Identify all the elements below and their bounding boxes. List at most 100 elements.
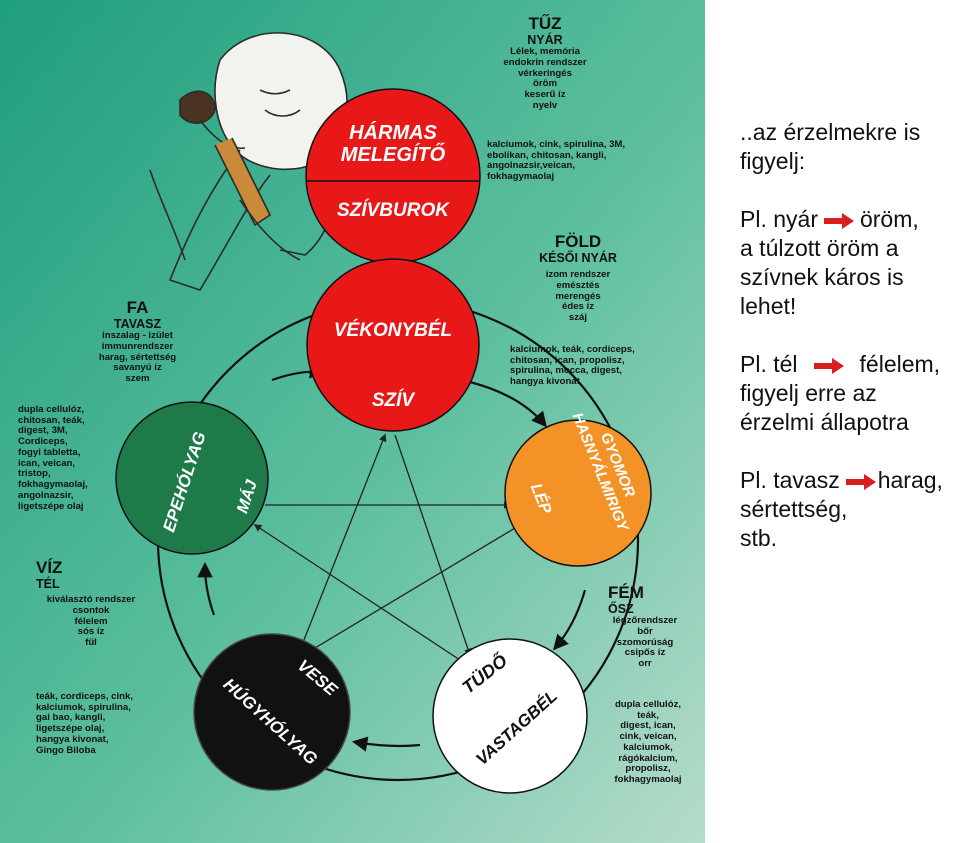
earth-remedies-line: hangya kivonat — [510, 376, 580, 388]
water-circle — [193, 633, 351, 791]
fire-traits-line: nyelv — [532, 99, 558, 111]
wood-title: FA — [126, 298, 149, 317]
fire-remedies-block: kalciumok, cink, spirulina, 3M,ebolikan,… — [487, 139, 626, 183]
metal-remedies-line: kalciumok, — [623, 741, 673, 753]
wood-remedies-line: fogyi tabletta, — [18, 446, 81, 458]
wood-traits-line: immunrendszer — [101, 340, 174, 352]
wood-traits-line: savanyú íz — [113, 362, 162, 374]
fire-remedies-line: angolnazsir,veican, — [487, 160, 575, 172]
wood-remedies-line: dupla cellulóz, — [18, 404, 85, 415]
diagram-canvas — [0, 0, 705, 843]
fire-remedies-line: ebolikan, chitosan, kangli, — [487, 149, 607, 161]
note-winter-line3: érzelmi állapotra — [740, 409, 909, 435]
water-remedies-line: hangya kivonat, — [36, 733, 109, 745]
metal-traits-line: légzőrendszer — [612, 615, 678, 627]
note-summer-season: Pl. nyár — [740, 206, 818, 232]
note-summer-emotion: öröm, — [859, 206, 919, 232]
red-arrow-icon — [813, 357, 844, 374]
note-winter-season: Pl. tél — [740, 351, 798, 377]
note-summer-line2: a túlzott öröm a — [740, 235, 899, 261]
metal-remedies-line: propolisz, — [625, 763, 671, 775]
wood-traits-line: inszalag - izület — [102, 330, 173, 342]
metal-traits-line: szomorúság — [616, 636, 674, 648]
earth-traits-line: édes íz — [562, 301, 594, 313]
note-spring-line3: stb. — [740, 525, 778, 551]
water-remedies-line: gai bao, kangli, — [36, 712, 106, 724]
earth-traits-line: száj — [568, 311, 588, 323]
note-spring-emotion: harag, — [877, 467, 943, 493]
cycle-arrow-metal-water — [351, 736, 421, 752]
cycle-arrow-water-wood — [197, 561, 216, 616]
fire-title: TŰZ — [528, 14, 562, 33]
organ-pericardium: SZÍVBUROK — [337, 200, 449, 221]
wood-traits-line: harag, sértettség — [98, 351, 177, 363]
metal-title: FÉM — [608, 583, 644, 602]
earth-season: KÉSŐI NYÁR — [539, 251, 617, 266]
metal-remedies-line: teák, — [637, 709, 659, 721]
organ-small-intestine: VÉKONYBÉL — [333, 320, 453, 341]
cycle-arrow-earth-metal — [552, 589, 587, 651]
earth-remedies-line: spirulina, mocca, digest, — [510, 365, 622, 377]
note-winter: Pl. tél félelem, figyelj erre az érzelmi … — [740, 350, 960, 437]
wood-circle — [115, 401, 269, 555]
five-elements-poster: HÁRMAS MELEGÍTŐ SZÍVBUROK VÉKONYBÉL SZÍV… — [0, 0, 705, 843]
metal-remedies-line: fokhagymaolaj — [614, 774, 682, 786]
metal-remedies-line: digest, ican, — [620, 720, 676, 732]
earth-traits-line: merengés — [555, 290, 601, 302]
fire-remedies-line: kalciumok, cink, spirulina, 3M, — [487, 139, 626, 150]
fire-traits-line: Lélek, memória — [510, 46, 580, 58]
earth-circle — [504, 419, 652, 567]
wood-remedies-line: Cordiceps, — [18, 436, 68, 448]
note-spring: Pl. tavasz harag, sértettség, stb. — [740, 466, 960, 553]
red-arrow-icon — [845, 473, 876, 490]
metal-season: ŐSZ — [608, 602, 634, 617]
earth-traits-line: izom rendszer — [545, 269, 611, 281]
metal-circle — [432, 638, 588, 794]
fire-season: NYÁR — [527, 33, 563, 48]
water-traits-line: kiválasztó rendszer — [46, 594, 136, 606]
wood-remedies-line: ligetszépe olaj — [18, 500, 84, 512]
fire-traits-line: öröm — [533, 78, 557, 90]
water-traits-line: félelem — [74, 615, 108, 627]
note-spring-line1: Pl. tavasz harag, — [740, 466, 960, 495]
metal-remedies-line: dupla cellulóz, — [614, 699, 682, 710]
wood-remedies-line: fokhagymaolaj, — [18, 479, 88, 491]
note-summer-line4: lehet! — [740, 293, 797, 319]
note-winter-line2: figyelj erre az — [740, 380, 877, 406]
metal-remedies-line: cink, veican, — [619, 731, 677, 743]
note-winter-emotion: félelem, — [859, 351, 941, 377]
water-season: TÉL — [36, 577, 60, 592]
water-traits-line: fül — [85, 636, 97, 648]
note-intro-line1: ..az érzelmekre is — [740, 119, 921, 145]
wood-remedies-line: chitosan, teák, — [18, 414, 85, 426]
cycle-arrow-fire-earth — [469, 380, 547, 428]
organ-heart: SZÍV — [371, 390, 415, 411]
fire-traits-line: endokrin rendszer — [503, 56, 587, 68]
note-spring-season: Pl. tavasz — [740, 467, 840, 493]
control-star — [253, 433, 521, 661]
wood-traits-line: szem — [125, 372, 150, 384]
wood-remedies-line: angolnazsir, — [18, 489, 74, 501]
metal-traits-line: orr — [638, 657, 652, 669]
metal-traits-line: csipős íz — [624, 647, 666, 659]
fire-remedies-line: fokhagymaolaj — [487, 171, 555, 183]
metal-remedies-block: dupla cellulóz,teák,digest, ican,cink, v… — [598, 699, 698, 786]
organ-triple-heater: HÁRMAS MELEGÍTŐ — [340, 122, 446, 166]
fire-heart-circle — [306, 258, 480, 432]
water-remedies-line: kalciumok, spirulina, — [36, 701, 131, 713]
wood-remedies-line: tristop, — [18, 468, 51, 480]
wood-season: TAVASZ — [113, 317, 162, 332]
water-remedies-block: teák, cordiceps, cink,kalciumok, spiruli… — [36, 691, 133, 756]
fire-outer-circle — [305, 88, 481, 264]
earth-remedies-line: chitosan, ican, propolisz, — [510, 354, 625, 366]
fire-traits-line: vérkeringés — [518, 67, 572, 79]
water-traits-line: csontok — [72, 604, 110, 616]
wood-remedies-line: digest, 3M, — [18, 425, 68, 437]
note-spring-line2: sértettség, — [740, 496, 848, 522]
